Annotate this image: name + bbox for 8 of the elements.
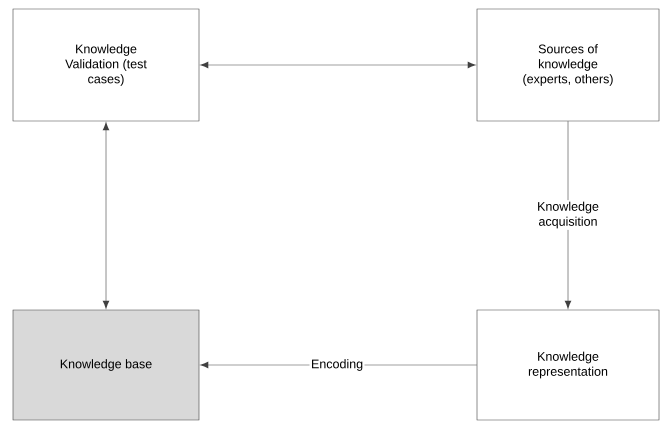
arrow [102, 122, 110, 309]
process-box: Knowledge representation [476, 310, 660, 420]
process-box: Knowledge base [12, 310, 200, 420]
arrow [200, 62, 476, 68]
process-box: Knowledge Validation (test cases) [12, 8, 200, 122]
process-box: Sources of knowledge (experts, others) [476, 8, 660, 122]
edge-label: Encoding [310, 358, 364, 372]
edge-label: Knowledge acquisition [530, 200, 606, 230]
